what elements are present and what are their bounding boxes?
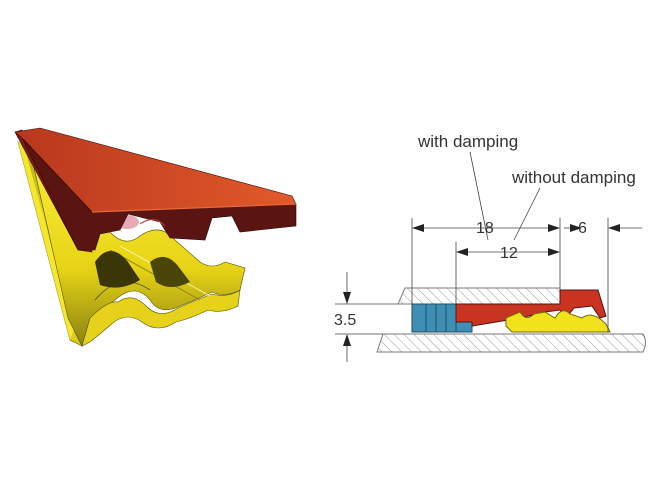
red-profile-front [21, 137, 297, 251]
label-with-damping: with damping [417, 132, 518, 151]
label-without-damping: without damping [511, 168, 636, 187]
dim-gap: 6 [578, 220, 587, 237]
dim-inner: 12 [500, 245, 518, 262]
yellow-seal-profile [505, 310, 611, 333]
damping-blocks [411, 303, 473, 333]
dim-overall: 18 [476, 220, 494, 237]
upper-housing [397, 287, 561, 305]
dim-height: 3.5 [334, 312, 356, 329]
lower-housing [376, 333, 646, 353]
red-seal-profile [455, 289, 607, 327]
yellow-profile-top [29, 149, 246, 347]
yellow-profile-front [81, 289, 241, 347]
cross-section [335, 151, 646, 362]
seal-3d-illustration [14, 127, 297, 347]
